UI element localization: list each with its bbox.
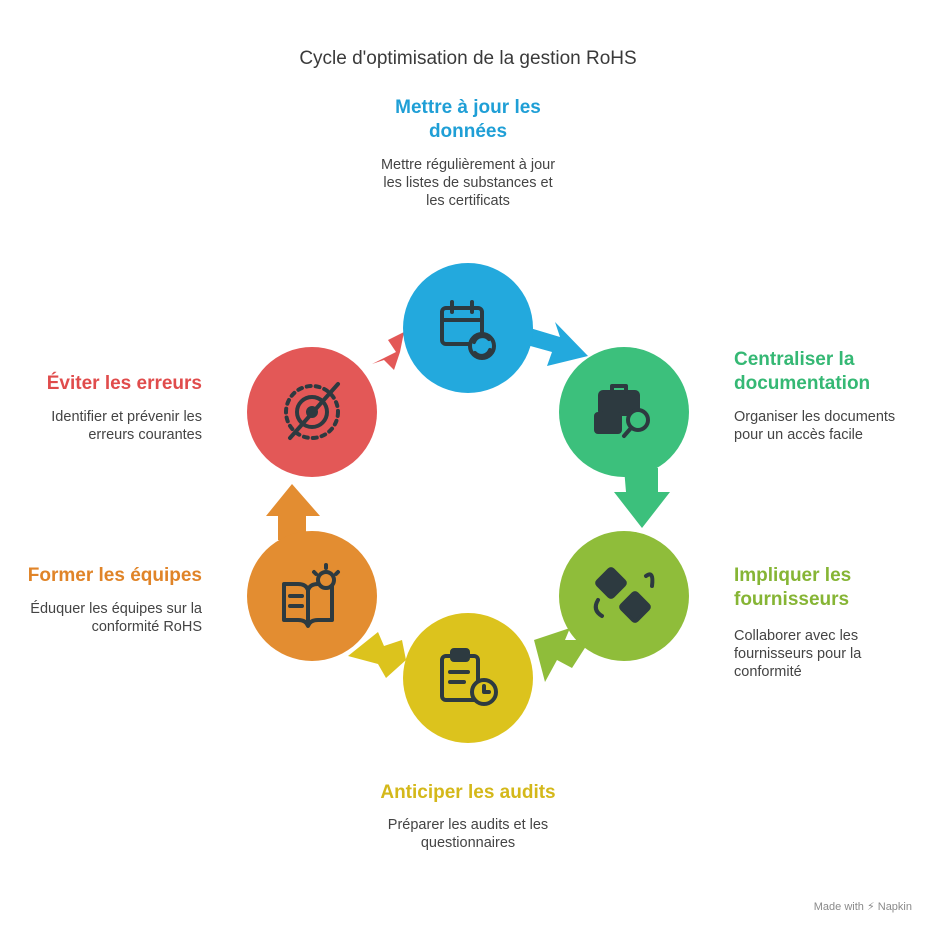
step-circle-audits — [403, 613, 533, 743]
napkin-logo-icon: ⚡ — [866, 901, 875, 913]
step-desc-suppliers: Collaborer avec les fournisseurs pour la… — [734, 628, 862, 680]
step-desc-errors: Identifier et prévenir les erreurs coura… — [51, 409, 202, 443]
cycle-arrows — [266, 322, 670, 682]
step-desc-train: Éduquer les équipes sur la conformité Ro… — [30, 601, 202, 635]
step-desc-audits: Préparer les audits et les questionnaire… — [387, 817, 549, 851]
target-slash-icon — [284, 382, 340, 440]
step-title-update: Mettre à jour les données — [395, 97, 541, 142]
step-circle-suppliers — [559, 531, 689, 661]
step-title-centralize: Centraliser la documentation — [734, 349, 871, 394]
napkin-brand: Napkin — [877, 901, 912, 913]
step-circle-update — [403, 263, 533, 393]
made-with-label: Made with — [813, 901, 864, 913]
arrow-errors-to-update — [372, 332, 404, 370]
calendar-refresh-icon — [440, 300, 496, 360]
step-title-audits: Anticiper les audits — [380, 782, 556, 803]
step-circle-train — [247, 531, 377, 661]
handshake-icon — [593, 567, 655, 623]
diagram-title: Cycle d'optimisation de la gestion RoHS — [299, 48, 637, 69]
step-desc-centralize: Organiser les documents pour un accès fa… — [734, 409, 896, 443]
arrow-centralize-to-suppliers — [614, 468, 670, 528]
briefcase-search-icon — [594, 384, 650, 438]
arrow-train-to-errors — [266, 484, 320, 540]
arrow-update-to-centralize — [516, 322, 588, 366]
arrow-audits-to-train — [348, 632, 406, 678]
arrow-suppliers-to-audits — [534, 628, 590, 682]
step-desc-update: Mettre régulièrement à jour les listes d… — [380, 157, 556, 209]
book-lightbulb-icon — [282, 563, 340, 628]
step-title-train: Former les équipes — [27, 565, 202, 586]
step-title-errors: Éviter les erreurs — [46, 373, 202, 394]
clipboard-clock-icon — [440, 648, 498, 706]
made-with-napkin-footer: Made with ⚡ Napkin — [814, 900, 912, 913]
step-title-suppliers: Impliquer les fournisseurs — [734, 565, 852, 610]
